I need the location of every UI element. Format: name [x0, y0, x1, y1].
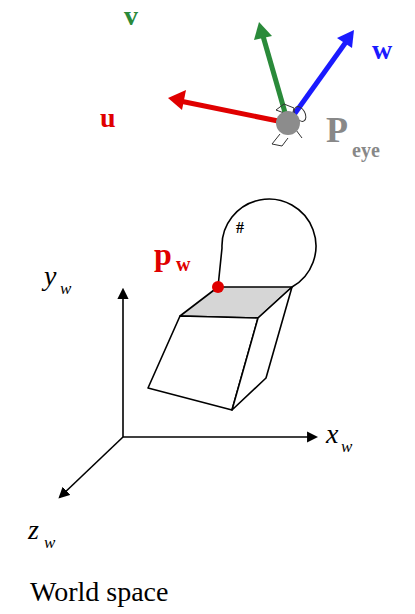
- axis-label: u: [100, 104, 116, 132]
- subscript: w: [341, 438, 352, 455]
- point-label: P: [326, 112, 348, 148]
- w-axis: [288, 42, 346, 123]
- camera-icon: [272, 104, 308, 146]
- axis-label: x: [326, 420, 338, 448]
- camera-frame: [168, 22, 354, 123]
- u-axis: [180, 101, 288, 123]
- subscript: w: [176, 254, 190, 274]
- subscript: w: [44, 534, 55, 551]
- point-pw: [212, 281, 224, 293]
- w-arrowhead: [337, 30, 354, 48]
- cube: [148, 287, 292, 410]
- axis-label: z: [28, 516, 39, 544]
- axis-label: w: [372, 36, 392, 64]
- subscript: eye: [352, 140, 380, 160]
- world-axes: [60, 290, 316, 497]
- caption: World space: [30, 578, 168, 606]
- axis-label: v: [124, 2, 138, 30]
- axis-label: y: [44, 262, 56, 290]
- eye-point: [276, 111, 300, 135]
- subscript: w: [60, 280, 71, 297]
- tag-loop: [218, 199, 316, 287]
- u-arrowhead: [168, 90, 186, 110]
- point-label: p: [154, 238, 172, 270]
- v-arrowhead: [254, 22, 272, 40]
- tag-symbol: #: [236, 220, 244, 236]
